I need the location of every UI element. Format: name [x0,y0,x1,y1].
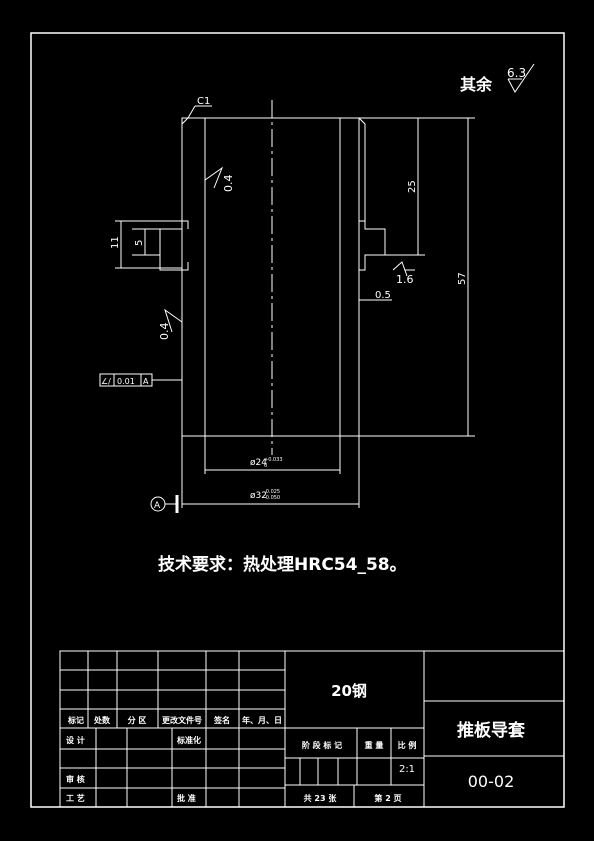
dim-outer-tol-upper: -0.025 [264,489,280,495]
roughness-symbol-icon [507,63,535,93]
geo-tolerance-frame [99,373,182,387]
roughness-groove-icon [392,261,415,277]
tb-part-name: 推板导套 [457,720,526,741]
chamfer-leader [187,105,196,119]
tb-change-doc: 更改文件号 [162,715,202,725]
tb-sheet-total: 共 23 张 [304,793,338,803]
roughness-outer-value: 0.4 [158,323,171,341]
roughness-rest-value: 6.3 [507,66,526,80]
tb-sign: 签名 [213,715,230,725]
dim-inner-tol-lower: 0 [264,463,267,469]
dim-total-length: 57 [457,272,468,285]
tb-mark: 标记 [67,715,84,725]
roughness-outer-icon [164,308,183,333]
geo-tol-value: 0.01 [117,377,135,386]
tb-drawing-no: 00-02 [468,772,515,791]
dim-inner-dia: ø24 [250,458,267,468]
part-section-right-wall [339,117,386,437]
tb-zone: 分 区 [128,715,147,725]
tb-sheet-no: 第 2 页 [374,793,401,803]
tb-design: 设 计 [66,735,85,745]
tb-process: 工 艺 [66,793,85,803]
roughness-inner-value: 0.4 [222,175,235,193]
tb-material: 20钢 [331,682,367,700]
dim-groove-step: 0.5 [375,290,391,301]
tech-requirements: 技术要求：热处理HRC54_58。 [158,554,407,575]
geo-tol-datum: A [143,377,149,386]
tb-date: 年、月、日 [242,715,282,725]
dim-inner-tol-upper: +0.033 [264,457,283,463]
tb-weight: 重 量 [365,740,384,750]
inner-border [30,32,565,808]
tb-review: 审 核 [66,774,85,784]
chamfer-label: C1 [197,96,210,107]
tb-scale-value: 2:1 [399,764,415,775]
geo-tol-symbol: ∠/ [101,377,111,386]
tb-scale-label: 比 例 [398,740,417,750]
tb-stage-mark: 阶 段 标 记 [302,740,342,750]
dim-upper-length: 25 [407,180,418,193]
datum-label: A [154,501,161,511]
dim-groove-depth: 5 [134,240,145,246]
tb-standardize: 标准化 [176,735,201,745]
tb-count: 处数 [93,715,111,725]
dim-groove-width: 11 [110,236,121,249]
tb-approve: 批 准 [177,793,196,803]
roughness-rest-label: 其余 [460,75,493,94]
roughness-groove-value: 1.6 [396,273,414,286]
title-block [59,650,565,808]
roughness-inner-icon [204,166,224,189]
part-outline [181,117,360,437]
dim-outer-tol-lower: -0.050 [264,495,280,501]
dim-outer-dia: ø32 [250,491,267,501]
